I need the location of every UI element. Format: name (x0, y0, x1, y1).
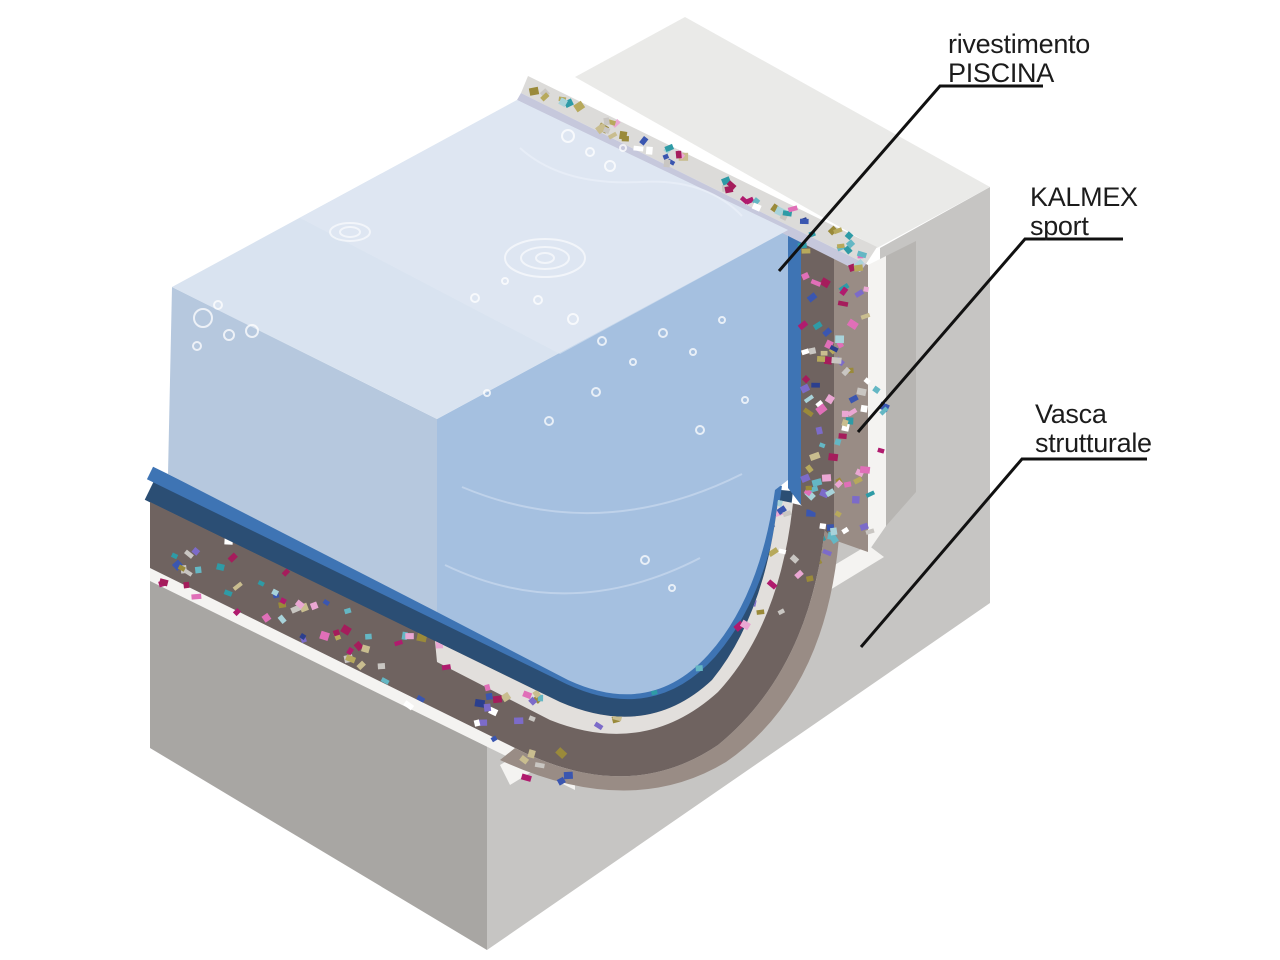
water-left-face (168, 287, 437, 612)
water-surface-highlight (300, 100, 788, 354)
leader-line-kalmex (856, 237, 1123, 433)
label-rivestimento-line2: PISCINA (948, 58, 1054, 88)
concrete-left-face (150, 570, 487, 950)
label-kalmex-sport: KALMEX sport (1030, 183, 1138, 241)
label-vasca-strutturale: Vasca strutturale (1035, 400, 1152, 458)
exposed-concrete-strip-wall (868, 256, 886, 552)
label-rivestimento-line1: rivestimento (948, 29, 1090, 59)
leader-line-vasca (859, 457, 1147, 648)
label-kalmex-line1: KALMEX (1030, 182, 1138, 212)
water-bubbles-and-ripples (192, 129, 749, 595)
label-vasca-line2: strutturale (1035, 428, 1152, 458)
concrete-top-face (575, 17, 990, 248)
label-vasca-line1: Vasca (1035, 399, 1107, 429)
pool-lining-wall-strip (788, 227, 801, 505)
terrazzo-speckles (158, 86, 890, 786)
label-rivestimento-piscina: rivestimento PISCINA (948, 30, 1090, 88)
water-front-face (437, 229, 788, 695)
leader-line-piscina (777, 84, 1043, 272)
label-kalmex-line2: sport (1030, 211, 1089, 241)
